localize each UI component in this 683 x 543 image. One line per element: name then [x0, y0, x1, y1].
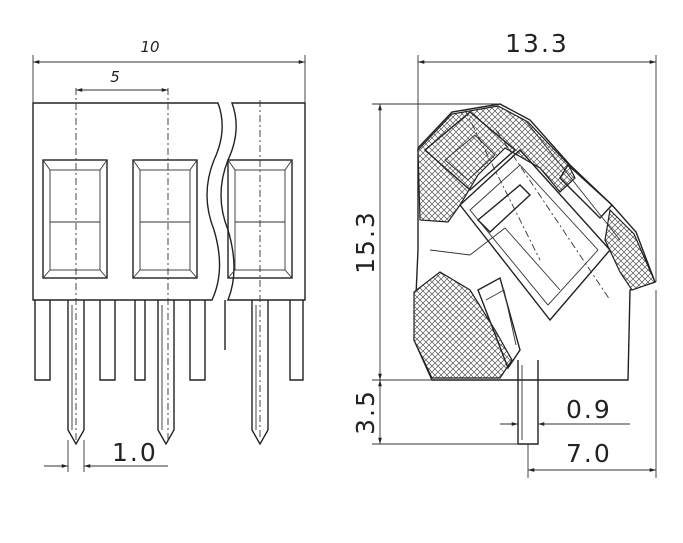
- dimension-7-0-label: 7.0: [566, 439, 612, 468]
- pin-1: [67, 300, 85, 446]
- side-pin: [517, 360, 539, 445]
- dimension-15-3: [372, 103, 500, 381]
- dimension-13-3-label: 13.3: [505, 29, 569, 58]
- hatched-section-right: [604, 208, 656, 291]
- dimension-1-0-label: 1.0: [112, 438, 158, 467]
- front-body-outline-right: [220, 102, 306, 301]
- hatched-section-top: [417, 105, 576, 223]
- dimension-7-0: [527, 290, 657, 478]
- wire-opening-1: [42, 159, 108, 279]
- clamp-mechanism: [423, 111, 621, 370]
- dimension-10: [32, 55, 306, 103]
- side-centerline-b: [464, 109, 541, 261]
- wire-opening-2: [132, 159, 198, 279]
- dimension-3-5: [372, 380, 518, 445]
- dimension-10-label: 10: [140, 38, 159, 56]
- dimension-1-0: [44, 440, 168, 472]
- front-body-outline: [32, 102, 223, 301]
- side-view: 13.3 15.3 3.5 0.9 7.0: [351, 29, 657, 478]
- front-view: 10 5 1.0: [32, 38, 306, 472]
- dimension-5-label: 5: [110, 68, 120, 86]
- dimension-15-3-label: 15.3: [351, 210, 380, 274]
- front-standoffs: [34, 300, 304, 381]
- dimension-13-3: [417, 55, 657, 282]
- dimension-3-5-label: 3.5: [351, 389, 380, 435]
- dimension-0-9-label: 0.9: [566, 395, 612, 424]
- pin-3: [251, 300, 269, 446]
- pin-2: [157, 300, 175, 446]
- side-centerline-a: [495, 129, 611, 301]
- hatched-section-bottom: [413, 271, 513, 379]
